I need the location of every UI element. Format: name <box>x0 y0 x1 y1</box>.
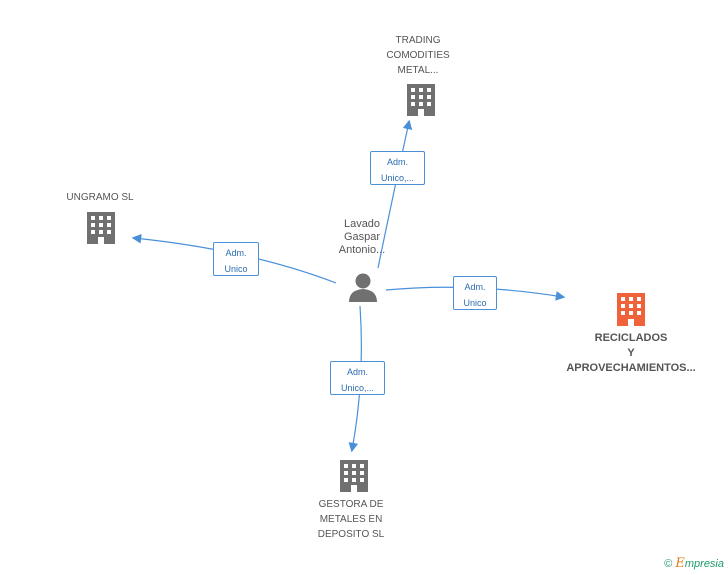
brand-initial: E <box>675 556 685 571</box>
company-label-ungramo[interactable]: UNGRAMO SL <box>66 192 134 203</box>
edge-label-reciclados[interactable]: Adm. Unico <box>453 276 497 310</box>
edge-label-trading[interactable]: Adm. Unico,... <box>370 151 425 185</box>
building-icon[interactable] <box>617 293 645 326</box>
edge-label-gestora[interactable]: Adm. Unico,... <box>330 361 385 395</box>
person-label[interactable]: Lavado Gaspar Antonio... <box>338 218 386 256</box>
company-label-trading[interactable]: TRADING COMODITIES METAL... <box>386 35 450 76</box>
company-label-reciclados[interactable]: RECICLADOS Y APROVECHAMIENTOS... <box>566 332 696 374</box>
footer-brand: © Empresia <box>664 556 724 571</box>
brand-name: mpresia <box>684 558 724 570</box>
copyright-icon: © <box>664 558 673 570</box>
edge-trading <box>377 119 413 269</box>
building-icon[interactable] <box>407 84 435 116</box>
building-icon[interactable] <box>87 212 115 244</box>
edge-label-ungramo[interactable]: Adm. Unico <box>213 242 259 276</box>
building-icon[interactable] <box>340 460 368 492</box>
company-label-gestora[interactable]: GESTORA DE METALES EN DEPOSITO SL <box>317 499 385 540</box>
person-icon[interactable] <box>349 273 377 303</box>
